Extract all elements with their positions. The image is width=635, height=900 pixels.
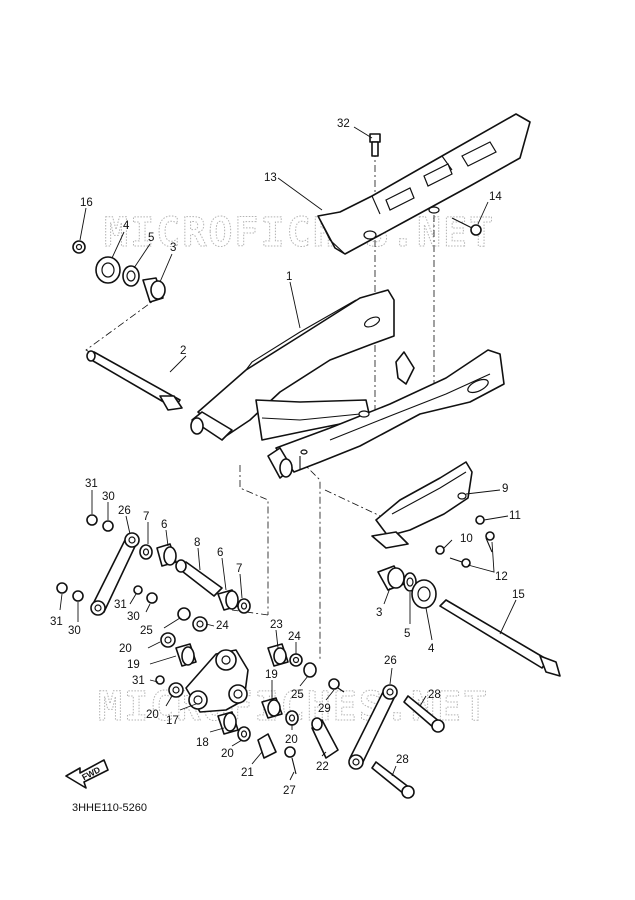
callout-8: 8: [194, 537, 200, 549]
connecting-rod-26-left: [90, 532, 140, 616]
callout-32: 32: [337, 118, 350, 130]
callouts: 32 13 14 16 4 5 3 1 2 9 11 10 12 3 5 4 1…: [50, 118, 525, 797]
callout-20-a: 20: [119, 643, 132, 655]
callout-15: 15: [512, 589, 525, 601]
callout-18: 18: [196, 737, 209, 749]
callout-5-top: 5: [148, 232, 154, 244]
callout-6-right: 6: [217, 547, 223, 559]
callout-5-right: 5: [404, 628, 410, 640]
pivot-bolt-15: [439, 599, 561, 677]
bolt-32: [369, 133, 381, 157]
callout-26-left: 26: [118, 505, 131, 517]
callout-28-top: 28: [428, 689, 441, 701]
fwd-label: FWD: [80, 764, 102, 782]
fwd-arrow-icon: FWD: [65, 759, 109, 789]
callout-1: 1: [286, 271, 292, 283]
callout-16: 16: [80, 197, 93, 209]
connecting-rod-26-right: [348, 684, 398, 770]
pivot-shaft: [86, 350, 183, 411]
callout-26-right: 26: [384, 655, 397, 667]
bolt-14: [451, 217, 482, 236]
callout-7-left: 7: [143, 511, 149, 523]
callout-24-right: 24: [288, 631, 301, 643]
bushings-collars: [56, 514, 339, 759]
callout-4-right: 4: [428, 643, 435, 655]
callout-10: 10: [460, 533, 473, 545]
pivot-hardware-left: [72, 240, 166, 303]
callout-13: 13: [264, 172, 277, 184]
callout-12: 12: [495, 571, 508, 583]
diagram-code: 3HHE110-5260: [72, 802, 147, 814]
rear-arm: [190, 289, 505, 479]
callout-20-b: 20: [146, 709, 159, 721]
callout-25-right: 25: [291, 689, 304, 701]
callout-24-left: 24: [216, 620, 229, 632]
callout-6-left: 6: [161, 519, 167, 531]
callout-14: 14: [489, 191, 502, 203]
callout-29: 29: [318, 703, 331, 715]
callout-20-c: 20: [285, 734, 298, 746]
callout-22: 22: [316, 761, 329, 773]
callout-28-bottom: 28: [396, 754, 409, 766]
callout-31-mid: 31: [114, 599, 127, 611]
leader-lines: [59, 126, 517, 781]
callout-31-left: 31: [50, 616, 63, 628]
chain-case: [317, 113, 531, 255]
callout-30-mid: 30: [127, 611, 140, 623]
chain-guide: [371, 461, 473, 549]
watermark-top: MICROFICHES.NET: [104, 210, 495, 256]
callout-2: 2: [180, 345, 186, 357]
callout-19-right: 19: [265, 669, 278, 681]
callout-31-lower: 31: [132, 675, 145, 687]
callout-23: 23: [270, 619, 283, 631]
callout-17: 17: [166, 715, 179, 727]
callout-30-left: 30: [68, 625, 81, 637]
callout-9: 9: [502, 483, 508, 495]
callout-19-left: 19: [127, 659, 140, 671]
callout-31-top: 31: [85, 478, 98, 490]
callout-3-top: 3: [170, 242, 176, 254]
bolts-27-28-29: [284, 678, 445, 799]
callout-4-top: 4: [123, 220, 130, 232]
callout-11: 11: [509, 510, 521, 522]
callout-3-right: 3: [376, 607, 382, 619]
callout-27: 27: [283, 785, 296, 797]
callout-30-top: 30: [102, 491, 115, 503]
callout-7-right: 7: [236, 563, 242, 575]
callout-25-left: 25: [140, 625, 153, 637]
callout-20-d: 20: [221, 748, 234, 760]
callout-21: 21: [241, 767, 254, 779]
pivot-hardware-right: [377, 565, 437, 609]
